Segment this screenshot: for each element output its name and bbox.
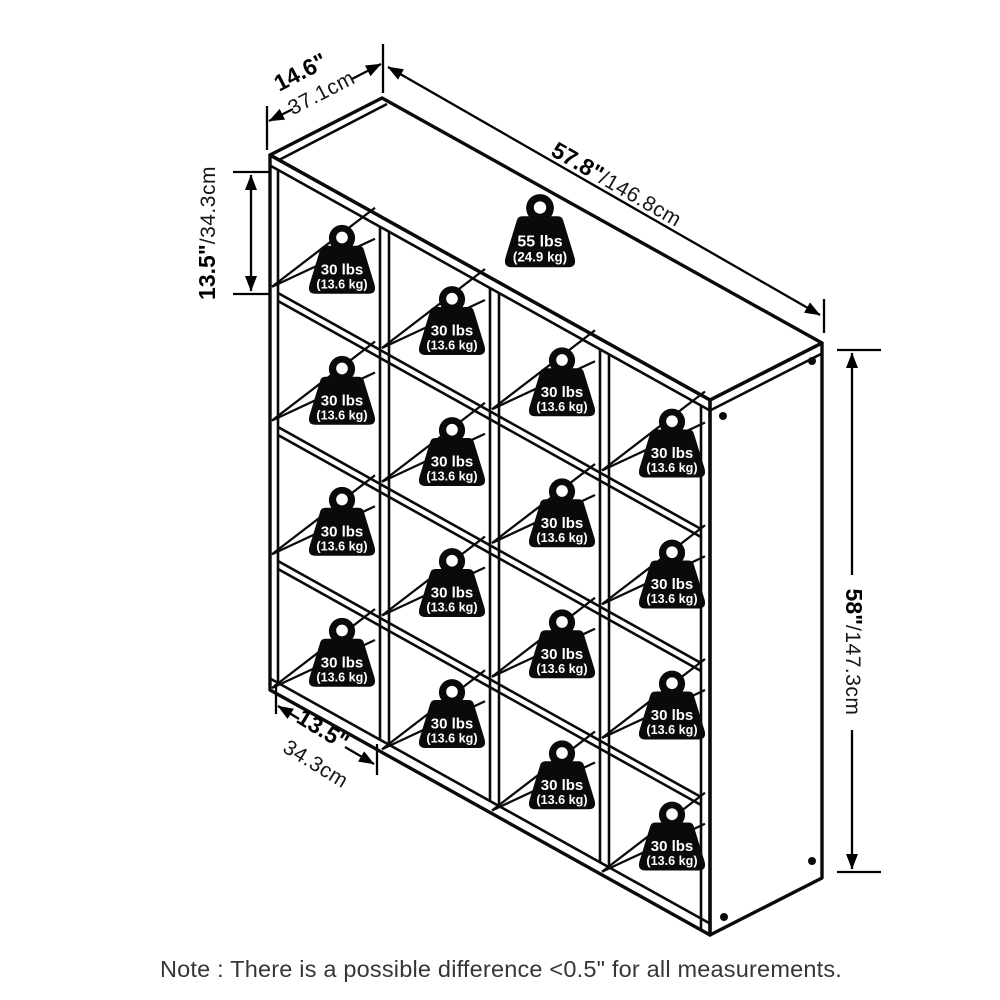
weight-capacity-badges: 55 lbs(24.9 kg)30 lbs(13.6 kg)30 lbs(13.… [308,194,706,871]
height-inches-label: 58" [841,589,867,626]
side-panel [708,341,824,937]
weight-badge-cube: 30 lbs(13.6 kg) [418,548,486,618]
weight-metric: (13.6 kg) [646,461,697,475]
height-cm-label: /147.3cm [841,625,864,715]
weight-value: 30 lbs [321,392,364,409]
weight-metric: (13.6 kg) [426,470,477,484]
weight-badge-cube: 30 lbs(13.6 kg) [418,417,486,487]
weight-metric: (13.6 kg) [536,400,587,414]
weight-badge-cube: 30 lbs(13.6 kg) [638,670,706,740]
weight-badge-cube: 30 lbs(13.6 kg) [418,286,486,356]
weight-badge-top: 55 lbs(24.9 kg) [504,194,576,268]
width-cm-label: /146.8cm [595,167,685,232]
cube-height-inches-label: 13.5" [194,244,220,300]
weight-value: 55 lbs [517,234,562,251]
weight-badge-cube: 30 lbs(13.6 kg) [528,347,596,417]
weight-value: 30 lbs [651,838,694,855]
arrow-shaft [387,66,821,316]
weight-metric: (13.6 kg) [426,601,477,615]
weight-value: 30 lbs [541,646,584,663]
side-panel-holes [719,357,816,921]
measurement-note: Note : There is a possible difference <0… [160,956,842,982]
weight-value: 30 lbs [321,261,364,278]
dimension-height: 58"/147.3cm [837,348,881,874]
weight-metric: (13.6 kg) [646,723,697,737]
arrow-shaft [344,746,375,765]
weight-badge-cube: 30 lbs(13.6 kg) [308,355,376,425]
weight-value: 30 lbs [321,654,364,671]
weight-badge-cube: 30 lbs(13.6 kg) [308,486,376,556]
weight-value: 30 lbs [431,454,474,471]
weight-metric: (13.6 kg) [536,662,587,676]
arrow-shaft [277,705,300,720]
arrow-shaft [268,107,294,123]
weight-value: 30 lbs [321,523,364,540]
weight-metric: (13.6 kg) [316,408,367,422]
width-label: 57.8"/146.8cm [547,136,687,231]
arrow-shaft [351,62,382,81]
weight-metric: (24.9 kg) [513,250,567,265]
weight-value: 30 lbs [541,777,584,794]
weight-value: 30 lbs [541,384,584,401]
weight-badge-cube: 30 lbs(13.6 kg) [638,408,706,478]
weight-value: 30 lbs [541,515,584,532]
weight-metric: (13.6 kg) [426,732,477,746]
weight-value: 30 lbs [431,716,474,733]
dimension-depth: 14.6" 37.1cm [265,44,385,150]
weight-metric: (13.6 kg) [536,793,587,807]
weight-badge-cube: 30 lbs(13.6 kg) [528,478,596,548]
cube-height-cm-label: /34.3cm [197,166,220,244]
weight-metric: (13.6 kg) [646,592,697,606]
weight-value: 30 lbs [651,445,694,462]
weight-metric: (13.6 kg) [316,539,367,553]
weight-value: 30 lbs [431,585,474,602]
weight-badge-cube: 30 lbs(13.6 kg) [528,609,596,679]
weight-value: 30 lbs [651,707,694,724]
cube-height-label: 13.5"/34.3cm [194,166,220,300]
weight-metric: (13.6 kg) [646,854,697,868]
weight-badge-cube: 30 lbs(13.6 kg) [528,740,596,810]
weight-badge-cube: 30 lbs(13.6 kg) [308,617,376,687]
weight-metric: (13.6 kg) [426,339,477,353]
weight-metric: (13.6 kg) [316,277,367,291]
weight-value: 30 lbs [651,576,694,593]
weight-badge-cube: 30 lbs(13.6 kg) [308,224,376,294]
shelves [277,291,702,807]
weight-value: 30 lbs [431,323,474,340]
weight-metric: (13.6 kg) [316,670,367,684]
front-frame [268,153,712,937]
height-label: 58"/147.3cm [841,589,867,716]
weight-metric: (13.6 kg) [536,531,587,545]
weight-badge-cube: 30 lbs(13.6 kg) [418,679,486,749]
dimension-cube-height: 13.5"/34.3cm [194,166,270,300]
weight-badge-cube: 30 lbs(13.6 kg) [638,539,706,609]
weight-badge-cube: 30 lbs(13.6 kg) [638,801,706,871]
